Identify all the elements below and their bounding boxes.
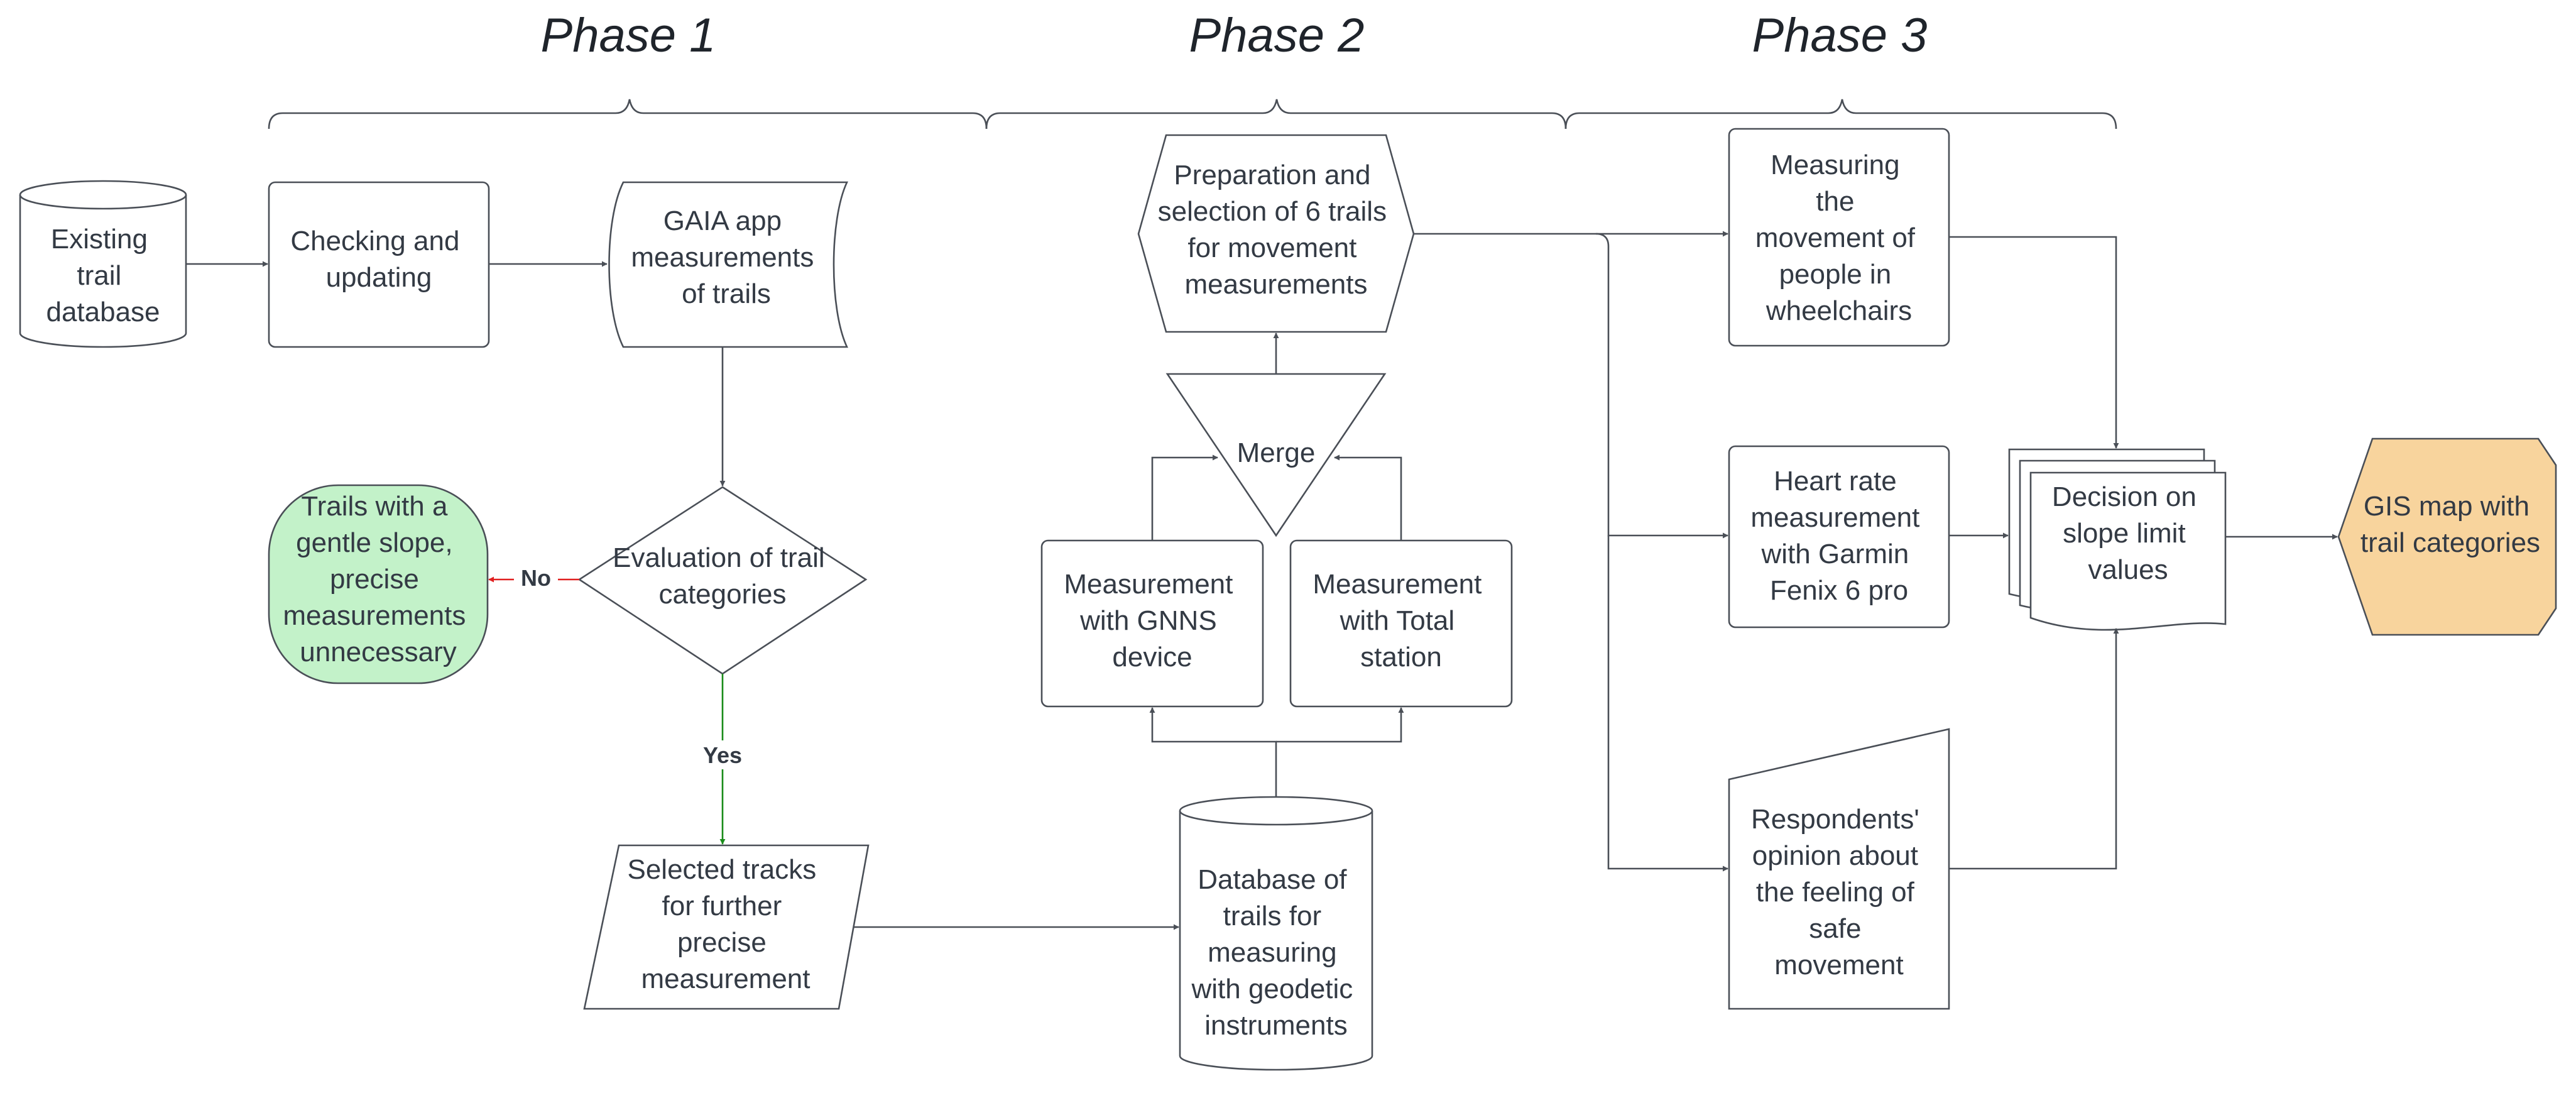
checking-updating-label: Checking and updating	[290, 226, 467, 293]
edge-total-to-merge	[1334, 454, 1402, 541]
preparation-label: Preparation and selection of 6 trails fo…	[1158, 160, 1395, 300]
geodetic-database-label: Database of trails for measuring with ge…	[1191, 864, 1360, 1041]
wheelchair-measurement-label: Measuring the movement of people in whee…	[1755, 150, 1923, 326]
gaia-app-label: GAIA app measurements of trails	[631, 206, 821, 309]
respondents-opinion-label: Respondents' opinion about the feeling o…	[1751, 804, 1927, 980]
respondents-opinion-node	[1728, 728, 1950, 1010]
total-station-label: Measurement with Total station	[1313, 569, 1489, 673]
geodetic-database-node	[1179, 796, 1373, 1071]
edge-respondents-to-decision	[1949, 628, 2119, 870]
edge-database-to-gnns	[1149, 707, 1277, 797]
edge-preparation-to-respondents	[1607, 536, 1728, 872]
no-label-background	[514, 563, 558, 592]
gis-map-label: GIS map with trail categories	[2360, 491, 2540, 558]
gentle-slope-label: Trails with a gentle slope, precise meas…	[283, 491, 473, 667]
phase-2-brace	[985, 99, 1567, 129]
edge-preparation-to-heart-rate	[1595, 233, 1728, 539]
preparation-node	[1137, 134, 1415, 333]
edge-wheelchairs-to-decision	[1949, 236, 2119, 449]
merge-label: Merge	[1237, 437, 1316, 468]
selected-tracks-node	[583, 844, 870, 1010]
yes-label-background	[696, 740, 749, 769]
slope-decision-node	[2008, 448, 2227, 631]
heart-rate-node	[1728, 445, 1950, 629]
phase-1-brace	[268, 99, 988, 129]
selected-tracks-label: Selected tracks for further precise meas…	[627, 854, 824, 994]
gentle-slope-node	[268, 484, 489, 684]
phase-2-title: Phase 2	[1189, 9, 1365, 62]
gaia-app-node	[608, 181, 849, 348]
slope-decision-label: Decision on slope limit values	[2052, 481, 2204, 585]
heart-rate-label: Heart rate measurement with Garmin Fenix…	[1750, 466, 1927, 606]
edge-label-yes: Yes	[703, 742, 742, 768]
gnns-measurement-label: Measurement with GNNS device	[1064, 569, 1240, 673]
phase-3-title: Phase 3	[1752, 9, 1928, 62]
evaluation-label: Evaluation of trail categories	[613, 542, 832, 610]
edge-gnns-to-merge	[1151, 454, 1218, 541]
edge-database-to-total	[1276, 707, 1404, 743]
edge-label-no: No	[521, 565, 551, 591]
phase-1-title: Phase 1	[541, 9, 716, 62]
existing-database-node	[19, 180, 187, 348]
existing-database-label: Existing trail database	[46, 224, 160, 327]
gis-map-node	[2337, 437, 2557, 636]
phase-3-brace	[1564, 99, 2117, 129]
